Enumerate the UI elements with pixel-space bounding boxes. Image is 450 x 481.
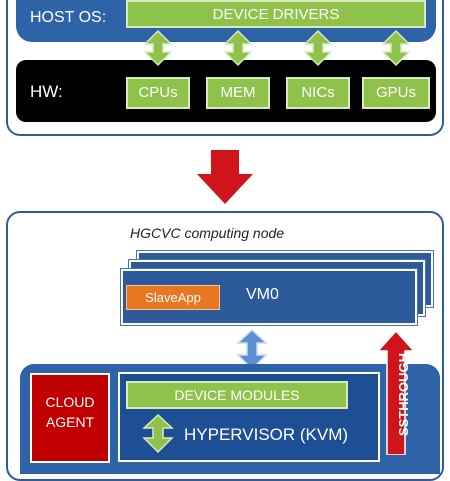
- vm0-label: VM0: [246, 286, 279, 303]
- computing-node-title: HGCVC computing node: [130, 225, 285, 241]
- double-arrow-icon: [223, 29, 253, 67]
- slaveapp-box: SlaveApp: [126, 285, 220, 310]
- hw-gpus-box: GPUs: [362, 77, 430, 109]
- driver-hw-arrows: [143, 29, 411, 67]
- device-modules-box: DEVICE MODULES: [126, 381, 348, 409]
- hw-cpus-box: CPUs: [126, 77, 190, 109]
- transform-down-arrow-icon: [197, 150, 253, 204]
- hypervisor-label: HYPERVISOR (KVM): [184, 425, 349, 444]
- hw-label: HW:: [30, 82, 63, 101]
- passthrough-label: SSTHROUGH: [396, 353, 411, 437]
- double-arrow-icon: [303, 29, 333, 67]
- passthrough-arrow-icon: [376, 330, 416, 455]
- double-arrow-icon: [143, 29, 173, 67]
- double-arrow-icon: [381, 29, 411, 67]
- hw-mem-box: MEM: [206, 77, 270, 109]
- hw-nics-box: NICs: [286, 77, 350, 109]
- device-drivers-box: DEVICE DRIVERS: [126, 0, 426, 28]
- module-hypervisor-double-arrow-icon: [142, 414, 174, 454]
- host-os-label: HOST OS:: [30, 9, 107, 26]
